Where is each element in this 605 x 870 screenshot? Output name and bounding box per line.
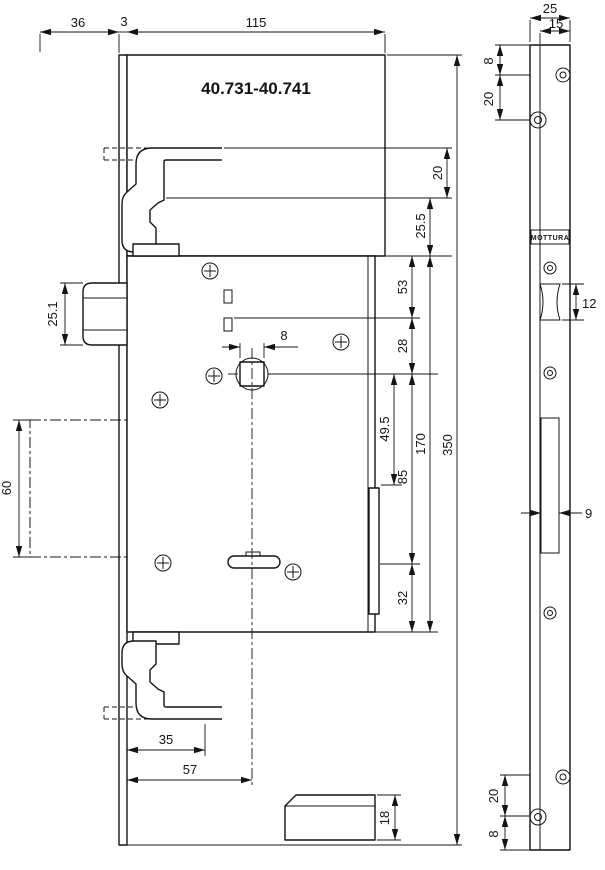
dim-350-label: 350	[440, 434, 455, 456]
faceplate-edge	[118, 54, 128, 846]
dim-53-label: 53	[395, 280, 410, 294]
dim-57-label: 57	[183, 762, 197, 777]
dim-20-hook-label: 20	[430, 166, 445, 180]
brand-plate	[530, 229, 570, 245]
dim-170-label: 170	[413, 433, 428, 455]
screw	[151, 391, 169, 409]
bottom-hook	[121, 640, 222, 720]
dim-20-bottom-label: 20	[486, 789, 501, 803]
lock-case	[126, 255, 376, 633]
dimensions-main: 36 3 115 8 25.1 60	[0, 14, 462, 846]
faceplate-screw-hole-inner	[547, 370, 553, 376]
dim-8-top-label: 8	[481, 57, 496, 64]
spacer-piece	[284, 794, 376, 841]
faceplate-hole	[529, 808, 547, 826]
dim-20-top-label: 20	[481, 92, 496, 106]
dim-18-label: 18	[377, 811, 392, 825]
dim-25-1-label: 25.1	[45, 301, 60, 326]
model-title: 40.731-40.741	[201, 79, 311, 98]
dim-28-label: 28	[395, 339, 410, 353]
faceplate-view: MOTTURA	[529, 44, 571, 851]
dim-15-label: 15	[549, 16, 563, 31]
faceplate-screw-hole	[543, 261, 557, 275]
dim-115-label: 115	[246, 15, 267, 30]
dim-25-label: 25	[543, 1, 557, 16]
faceplate-screw-hole	[543, 366, 557, 380]
dim-8-bottom-label: 8	[486, 830, 501, 837]
screw	[284, 563, 302, 581]
slot-upper	[223, 289, 233, 304]
side-bolt	[368, 487, 380, 615]
faceplate-screw-hole-inner	[547, 265, 553, 271]
dim-3-label: 3	[120, 14, 127, 29]
slot-lower	[223, 317, 233, 332]
brand-label: MOTTURA	[531, 235, 570, 242]
dim-49-5-label: 49.5	[377, 416, 392, 441]
dim-85-label: 85	[395, 470, 410, 484]
dim-8-square-label: 8	[280, 328, 287, 343]
bottom-slide	[227, 551, 281, 569]
latch-window	[539, 283, 561, 321]
top-hook	[121, 147, 222, 253]
screw	[154, 554, 172, 572]
faceplate-body	[529, 44, 571, 851]
screw	[205, 367, 223, 385]
faceplate-screw-hole	[543, 606, 557, 620]
top-hook-guide	[132, 243, 180, 257]
dim-25-5-label: 25.5	[413, 213, 428, 238]
faceplate-screw-hole-inner	[547, 610, 553, 616]
main-bolt-thrown-outline	[29, 419, 128, 558]
dim-35-label: 35	[159, 732, 173, 747]
dim-32-label: 32	[395, 591, 410, 605]
main-view: 40.731-40.741	[29, 54, 386, 846]
dim-9-label: 9	[585, 506, 592, 521]
screw	[332, 333, 350, 351]
faceplate-hole	[555, 67, 571, 83]
dimensions-faceplate: 25 15 8 20 12 9 20 8	[481, 1, 596, 851]
fixing-screws	[151, 262, 350, 581]
dim-36-label: 36	[71, 15, 85, 30]
bolt-slot	[540, 417, 560, 554]
faceplate-hole	[555, 769, 571, 785]
dim-12-label: 12	[582, 296, 596, 311]
dim-60-label: 60	[0, 481, 14, 495]
screw	[201, 262, 219, 280]
latch-bolt	[82, 282, 128, 346]
